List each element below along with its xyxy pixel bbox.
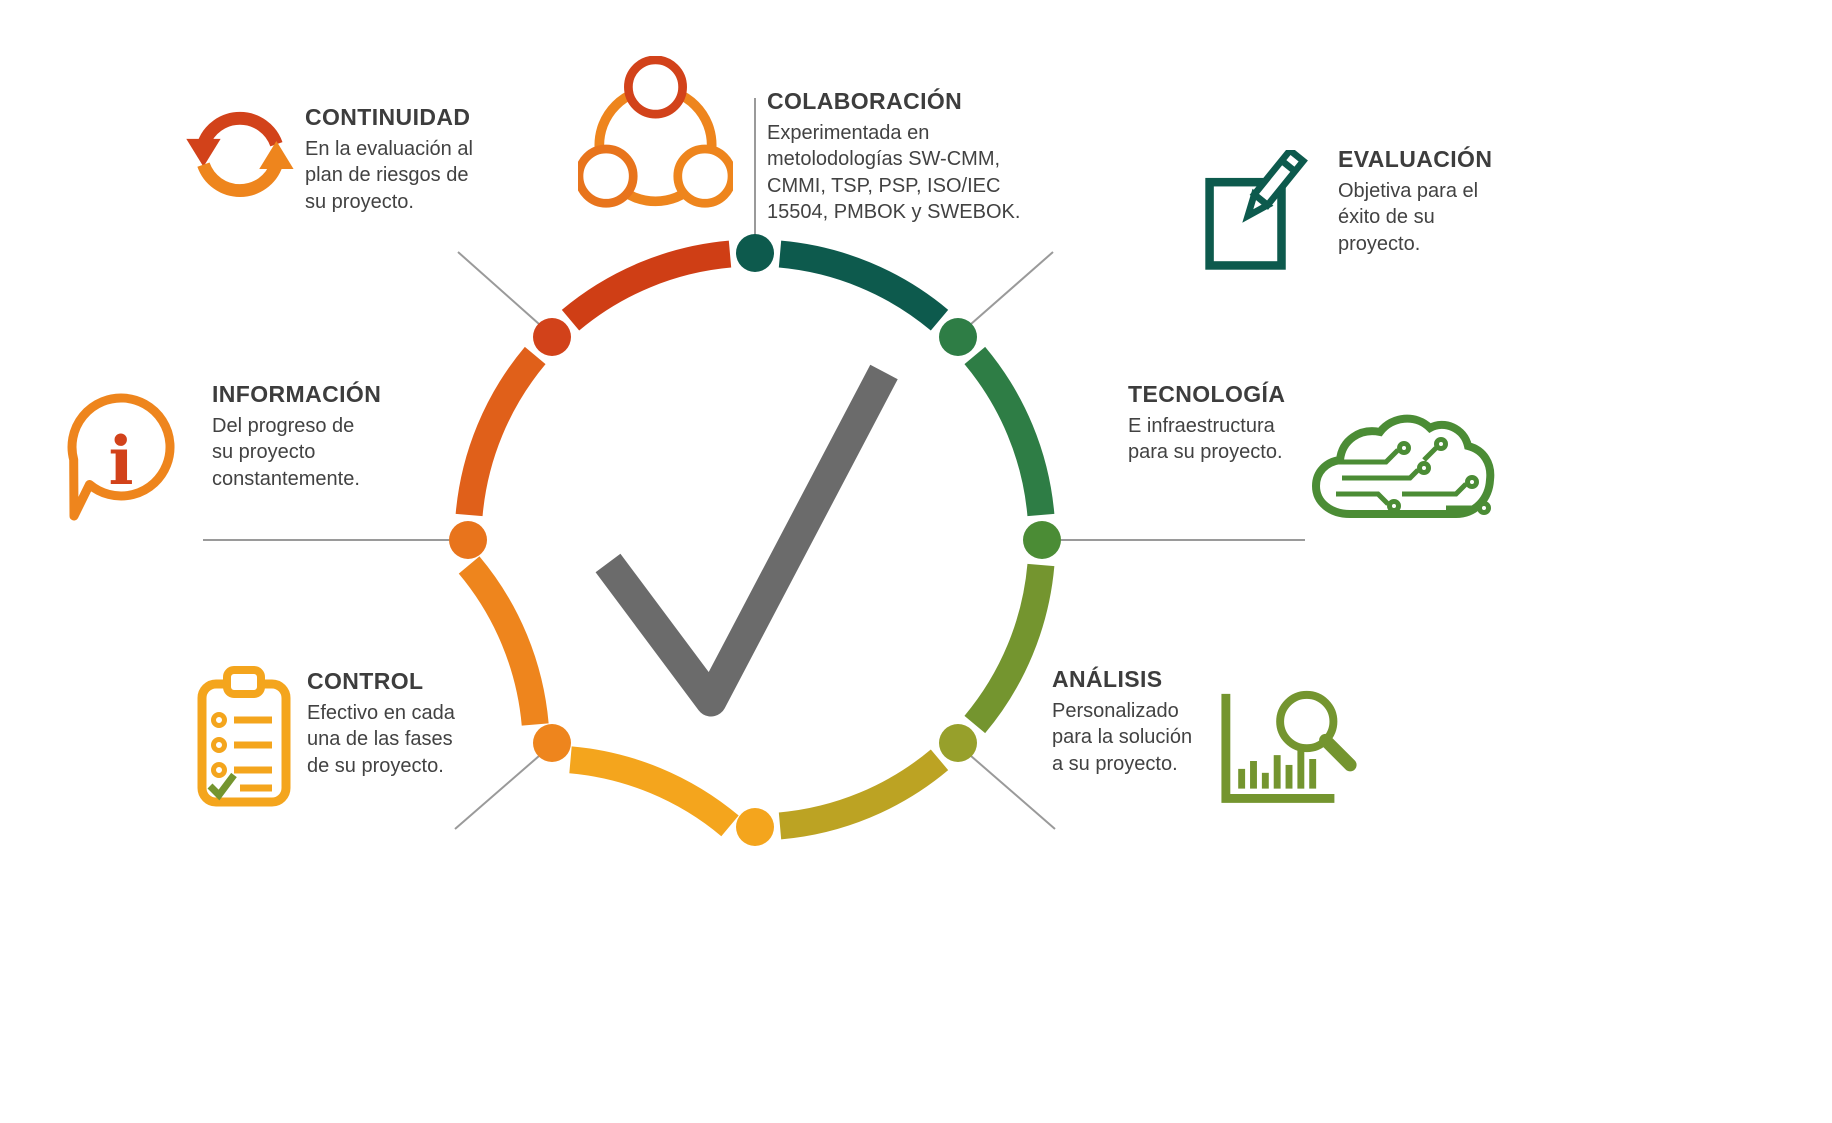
- section-body: En la evaluación al plan de riesgos de s…: [305, 138, 473, 213]
- connector-lines: [203, 98, 1305, 830]
- svg-text:i: i: [108, 422, 133, 500]
- ring-node-bottom: [736, 808, 774, 846]
- section-title: CONTROL: [307, 668, 424, 694]
- section-body: Efectivo en cada una de las fases de su …: [307, 702, 455, 777]
- section-body: Del progreso de su proyecto constantemen…: [212, 415, 360, 490]
- checkmark: [595, 364, 898, 717]
- ring-node-top: [736, 234, 774, 272]
- people-network-icon: [578, 56, 733, 223]
- clipboard-checklist-icon: [194, 664, 294, 812]
- ring-node-right: [1023, 521, 1061, 559]
- connector-line-lower-right: [970, 755, 1056, 830]
- ring-node-lower-right: [939, 724, 977, 762]
- cycle-arrows-icon: [182, 96, 300, 216]
- section-title: ANÁLISIS: [1052, 666, 1163, 692]
- ring-node-lower-left: [533, 724, 571, 762]
- speech-bubble-info-icon: i: [58, 390, 180, 526]
- chart-magnifier-icon: [1216, 686, 1364, 814]
- section-title: EVALUACIÓN: [1338, 146, 1493, 172]
- pencil-document-icon: [1202, 150, 1308, 275]
- ring-segment-top-right: [778, 240, 949, 331]
- ring-segment-right-upper: [964, 346, 1055, 517]
- section-title: INFORMACIÓN: [212, 381, 382, 407]
- ring-segment-bottom-right: [778, 749, 949, 840]
- section-title: TECNOLOGÍA: [1128, 381, 1286, 407]
- progress-ring: [455, 240, 1055, 840]
- connector-line-lower-left: [454, 755, 540, 830]
- ring-node-upper-left: [533, 318, 571, 356]
- ring-segment-right-lower: [964, 563, 1055, 734]
- section-body: Experimentada en metolodologías SW-CMM, …: [767, 122, 1021, 224]
- ring-node-left: [449, 521, 487, 559]
- ring-segment-bottom-left: [569, 746, 739, 837]
- section-title: COLABORACIÓN: [767, 88, 963, 114]
- section-body: Objetiva para el éxito de su proyecto.: [1338, 180, 1479, 255]
- cloud-circuit-icon: [1306, 402, 1496, 537]
- ring-segment-left-upper: [455, 346, 546, 517]
- connector-line-upper-right: [970, 251, 1054, 325]
- section-body: E infraestructura para su proyecto.: [1128, 415, 1283, 464]
- section-body: Personalizado para la solución a su proy…: [1052, 700, 1193, 775]
- ring-segment-top-left: [561, 240, 732, 331]
- ring-node-upper-right: [939, 318, 977, 356]
- connector-line-upper-left: [457, 251, 540, 325]
- ring-nodes: [449, 234, 1061, 846]
- section-title: CONTINUIDAD: [305, 104, 471, 130]
- ring-segment-left-lower: [458, 556, 549, 726]
